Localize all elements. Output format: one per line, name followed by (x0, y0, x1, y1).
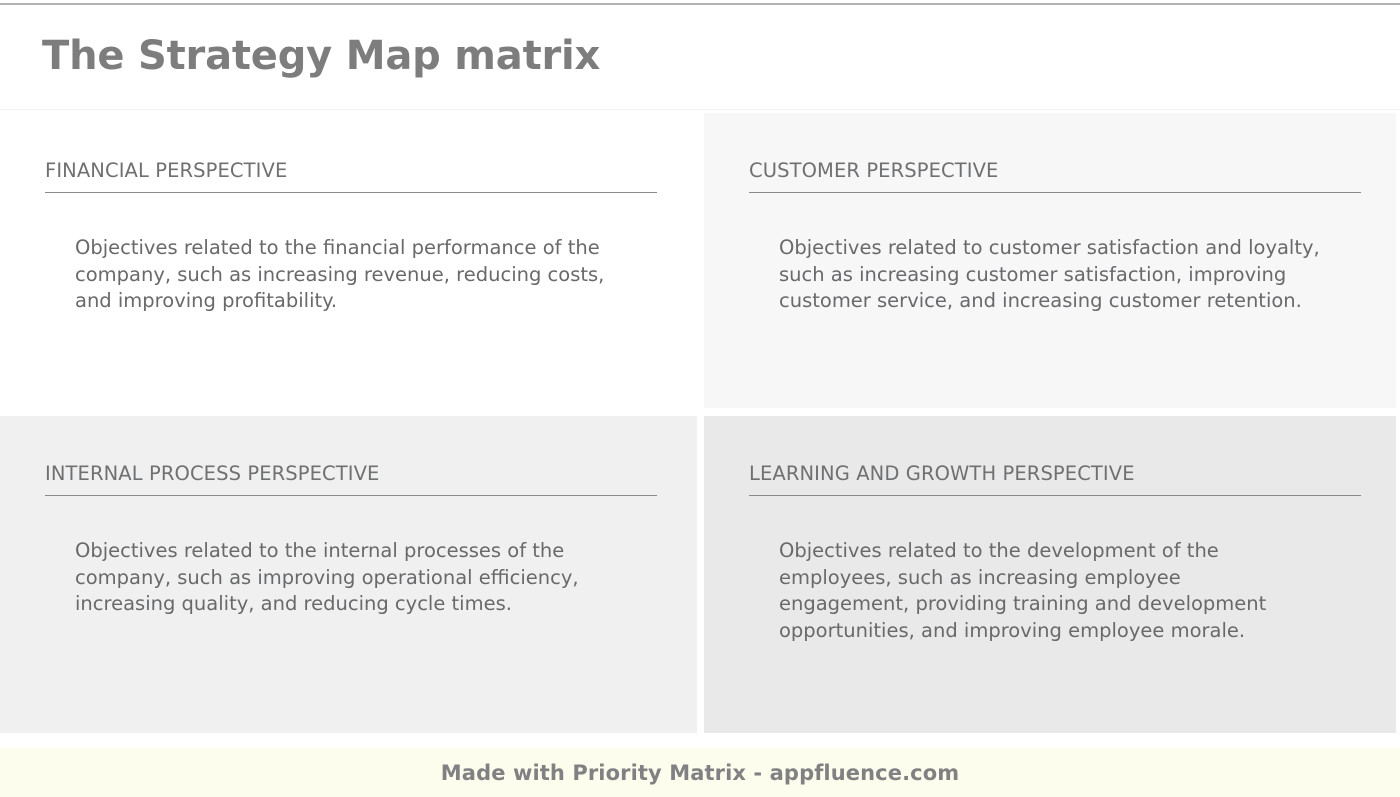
quadrant-financial[interactable]: FINANCIAL PERSPECTIVE Objectives related… (0, 113, 697, 408)
matrix-grid: FINANCIAL PERSPECTIVE Objectives related… (0, 113, 1400, 733)
quadrant-internal-process-header: INTERNAL PROCESS PERSPECTIVE (45, 462, 657, 496)
quadrant-internal-process-heading: INTERNAL PROCESS PERSPECTIVE (45, 462, 380, 485)
quadrant-learning-and-growth-underline (749, 495, 1361, 496)
quadrant-customer-header: CUSTOMER PERSPECTIVE (749, 159, 1361, 193)
quadrant-financial-header: FINANCIAL PERSPECTIVE (45, 159, 657, 193)
page-header: The Strategy Map matrix (0, 5, 1400, 110)
quadrant-customer-heading: CUSTOMER PERSPECTIVE (749, 159, 999, 182)
top-divider (0, 3, 1400, 5)
quadrant-financial-heading: FINANCIAL PERSPECTIVE (45, 159, 288, 182)
quadrant-financial-underline (45, 192, 657, 193)
quadrant-learning-and-growth-header: LEARNING AND GROWTH PERSPECTIVE (749, 462, 1361, 496)
quadrant-financial-body: Objectives related to the financial perf… (75, 236, 605, 313)
quadrant-internal-process-underline (45, 495, 657, 496)
quadrant-customer-underline (749, 192, 1361, 193)
quadrant-learning-and-growth-body: Objectives related to the development of… (779, 539, 1267, 642)
quadrant-internal-process[interactable]: INTERNAL PROCESS PERSPECTIVE Objectives … (0, 416, 697, 733)
quadrant-internal-process-body: Objectives related to the internal proce… (75, 539, 579, 616)
page-title: The Strategy Map matrix (42, 33, 601, 79)
quadrant-customer[interactable]: CUSTOMER PERSPECTIVE Objectives related … (704, 113, 1396, 408)
quadrant-learning-and-growth-heading: LEARNING AND GROWTH PERSPECTIVE (749, 462, 1135, 485)
quadrant-learning-and-growth[interactable]: LEARNING AND GROWTH PERSPECTIVE Objectiv… (704, 416, 1396, 733)
footer-credit[interactable]: Made with Priority Matrix - appfluence.c… (440, 760, 960, 785)
quadrant-customer-body: Objectives related to customer satisfact… (779, 236, 1320, 313)
page-footer: Made with Priority Matrix - appfluence.c… (0, 748, 1400, 797)
